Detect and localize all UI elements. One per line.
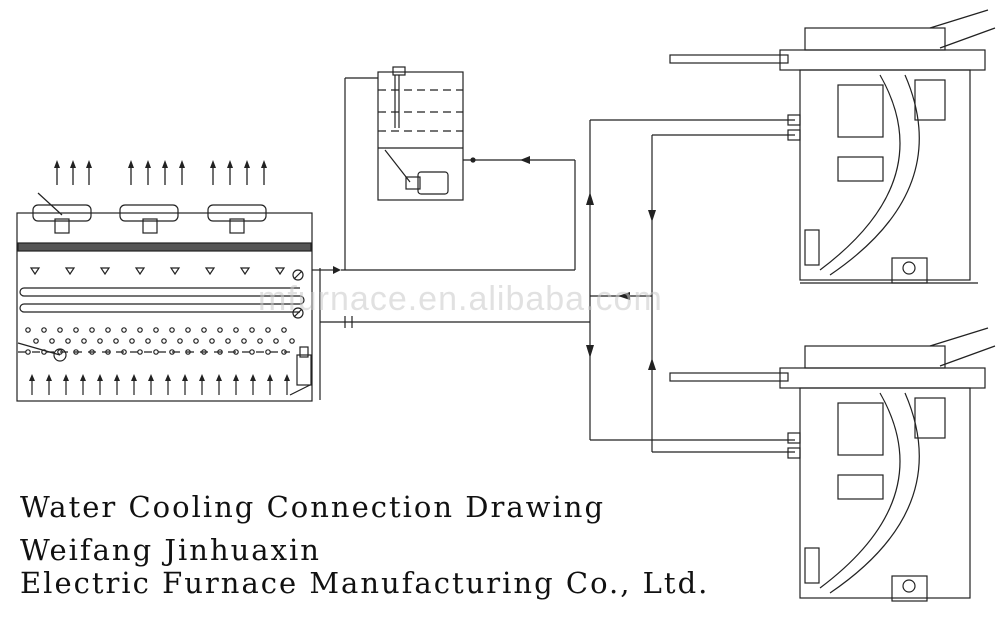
cooling-tower xyxy=(16,160,321,402)
diagram-title: Water Cooling Connection Drawing xyxy=(20,490,606,524)
spray-nozzles xyxy=(29,267,286,276)
piping xyxy=(320,77,795,453)
company-name-line2: Electric Furnace Manufacturing Co., Ltd. xyxy=(20,566,710,600)
watermark: mfurnace.en.alibaba.com xyxy=(258,280,663,318)
drift-eliminator xyxy=(17,242,312,252)
furnace-2 xyxy=(669,327,996,602)
company-name-line1: Weifang Jinhuaxin xyxy=(20,533,321,567)
water-drops xyxy=(25,327,295,355)
airflow-arrows xyxy=(54,160,267,185)
coil-tubes xyxy=(19,287,305,313)
water-tank xyxy=(377,66,464,201)
inlet-arrows xyxy=(29,374,290,395)
fan-units xyxy=(32,192,267,234)
pump xyxy=(417,171,449,195)
furnace-1 xyxy=(669,9,996,284)
